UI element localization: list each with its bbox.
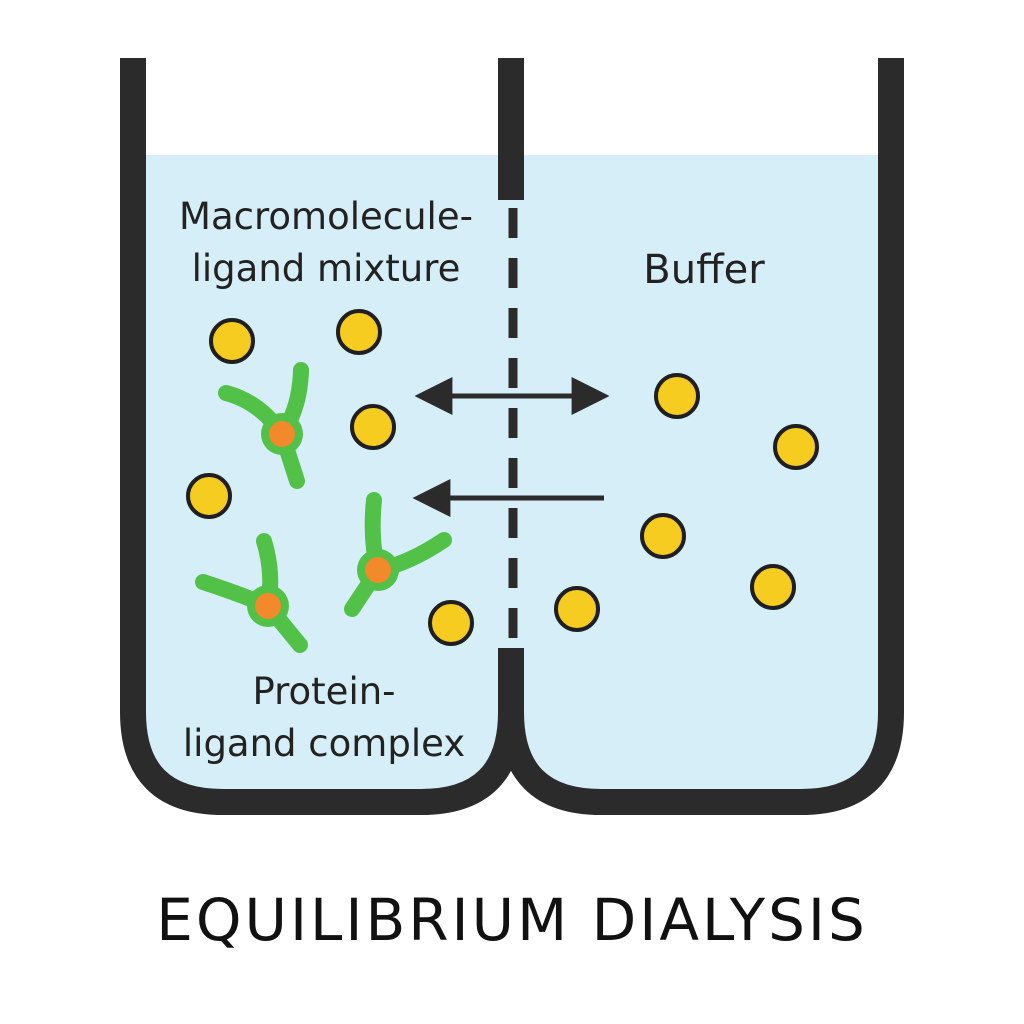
ligand-molecule bbox=[554, 586, 600, 632]
ligand-molecule bbox=[750, 564, 796, 610]
mixture-label-line2: ligand mixture bbox=[192, 247, 461, 290]
ligand-molecule bbox=[773, 424, 819, 470]
protein-ligand-complex bbox=[344, 492, 452, 617]
right-chamber-liquid bbox=[511, 155, 891, 802]
buffer-label: Buffer bbox=[643, 247, 765, 293]
protein-ligand-complex bbox=[218, 362, 309, 489]
complex-label-line2: ligand complex bbox=[183, 722, 465, 765]
ligand-molecule bbox=[336, 309, 382, 355]
protein-ligand-complex bbox=[195, 533, 308, 653]
ligand-molecule bbox=[428, 600, 474, 646]
complex-label-line1: Protein- bbox=[252, 670, 395, 713]
ligand-molecule bbox=[640, 513, 686, 559]
ligand-molecule bbox=[350, 404, 396, 450]
ligand-molecule bbox=[186, 473, 232, 519]
diagram-title: EQUILIBRIUM DIALYSIS bbox=[156, 886, 868, 954]
left-chamber-liquid bbox=[133, 155, 511, 802]
mixture-label-line1: Macromolecule- bbox=[179, 195, 473, 238]
ligand-molecule bbox=[209, 318, 255, 364]
ligand-molecule bbox=[654, 373, 700, 419]
